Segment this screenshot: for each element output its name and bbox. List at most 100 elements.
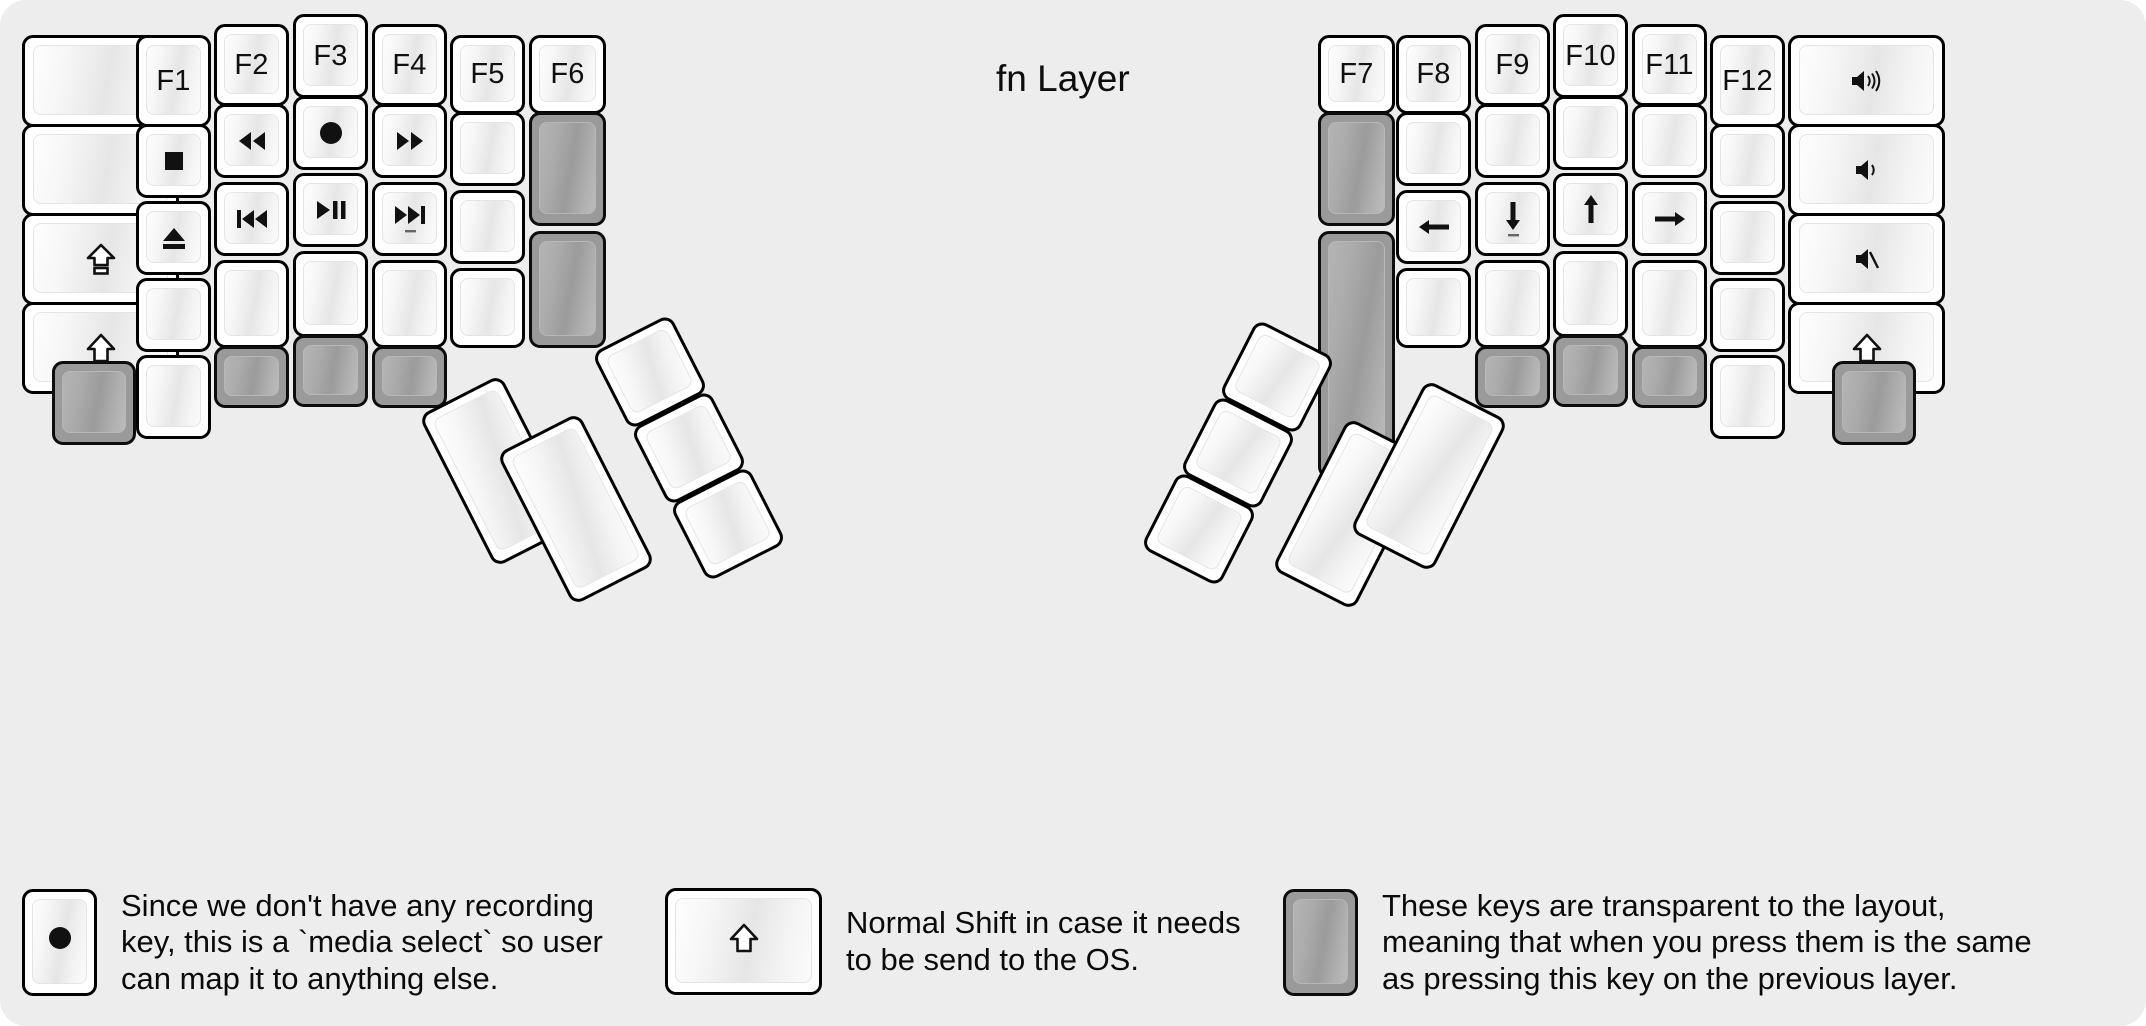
key-f2[interactable]: F2 <box>214 24 289 106</box>
key-media-eject[interactable] <box>136 201 211 275</box>
key-arrow-up[interactable] <box>1553 173 1628 247</box>
key-legend <box>1791 38 1942 124</box>
key-legend: F2 <box>234 48 269 81</box>
key-f1[interactable]: F1 <box>136 35 211 127</box>
keycap-face <box>1563 345 1618 395</box>
key-transparent-tall-2[interactable] <box>529 231 606 348</box>
key-legend <box>1556 254 1625 334</box>
key-blank-r3c12[interactable] <box>1710 201 1785 275</box>
key-f12[interactable]: F12 <box>1710 35 1785 127</box>
key-legend <box>139 204 208 272</box>
key-blank-r2c6[interactable] <box>450 112 525 186</box>
key-transparent-r5c1[interactable] <box>52 361 136 445</box>
key-legend <box>1478 107 1547 175</box>
key-arrow-right[interactable] <box>1632 182 1707 256</box>
keycap-face <box>1485 270 1540 336</box>
legend-text-shift: Normal Shift in case it needs to be send… <box>846 905 1241 977</box>
key-blank-r4c6[interactable] <box>450 268 525 348</box>
key-blank-r5c2[interactable] <box>136 355 211 439</box>
key-arrow-left[interactable] <box>1396 190 1471 264</box>
shift-icon <box>86 332 116 364</box>
key-f8[interactable]: F8 <box>1396 35 1471 114</box>
key-blank-r4c10[interactable] <box>1553 251 1628 337</box>
key-transparent-r5c4[interactable] <box>293 335 368 407</box>
key-legend <box>1321 115 1392 223</box>
key-media-next[interactable] <box>372 182 447 256</box>
key-media-playpause[interactable] <box>293 173 368 247</box>
key-f3[interactable]: F3 <box>293 14 368 98</box>
key-legend <box>1478 185 1547 253</box>
key-blank-r4c8[interactable] <box>1396 268 1471 348</box>
key-blank-r2c12[interactable] <box>1710 124 1785 198</box>
key-media-record[interactable] <box>293 96 368 170</box>
key-blank-r4c9[interactable] <box>1475 260 1550 348</box>
key-shift-right[interactable] <box>1788 302 1945 394</box>
key-legend: F8 <box>1416 58 1451 90</box>
key-legend <box>532 115 603 223</box>
key-media-stop[interactable] <box>136 124 211 198</box>
key-blank-r4c5[interactable] <box>372 260 447 348</box>
key-blank-r2c10[interactable] <box>1553 96 1628 170</box>
keycap-face <box>303 24 358 86</box>
key-blank-r2c9[interactable] <box>1475 104 1550 178</box>
key-media-fastforward[interactable] <box>372 104 447 178</box>
key-legend: F5 <box>470 58 505 90</box>
keycap-face <box>303 261 358 325</box>
keycap-face <box>1720 45 1775 115</box>
keycap-face <box>1563 261 1618 325</box>
key-transparent-r5c3[interactable] <box>214 346 289 408</box>
key-blank-r4c4[interactable] <box>293 251 368 337</box>
key-transparent-r5c11[interactable] <box>1632 346 1707 408</box>
key-transparent-tall-1[interactable] <box>529 112 606 226</box>
key-legend: F3 <box>313 39 348 72</box>
keycap-face <box>539 45 596 102</box>
key-legend: F9 <box>1495 48 1530 81</box>
key-volume-up[interactable] <box>1788 35 1945 127</box>
key-blank-r2c11[interactable] <box>1632 104 1707 178</box>
keycap-face <box>382 34 437 94</box>
key-legend <box>217 263 286 345</box>
key-arrow-down[interactable] <box>1475 182 1550 256</box>
key-f5[interactable]: F5 <box>450 35 525 114</box>
keycap-face <box>1293 898 1348 984</box>
key-transparent-r5c5[interactable] <box>372 346 447 408</box>
key-blank-r3c6[interactable] <box>450 190 525 264</box>
key-transparent-tall-3[interactable] <box>1318 112 1395 226</box>
key-f7[interactable]: F7 <box>1318 35 1395 114</box>
key-blank-r4c11[interactable] <box>1632 260 1707 348</box>
key-legend: F4 <box>392 48 427 81</box>
keycap-face <box>1406 278 1461 336</box>
key-media-previous[interactable] <box>214 182 289 256</box>
key-media-rewind[interactable] <box>214 104 289 178</box>
key-legend <box>1635 349 1704 405</box>
media-record-icon <box>47 925 73 951</box>
key-f6[interactable]: F6 <box>529 35 606 114</box>
key-f10[interactable]: F10 <box>1553 14 1628 98</box>
key-transparent-tall-4[interactable] <box>1318 231 1395 478</box>
key-blank-r2c8[interactable] <box>1396 112 1471 186</box>
volume-up-icon <box>1849 68 1885 94</box>
key-blank-r5c12[interactable] <box>1710 355 1785 439</box>
key-volume-down[interactable] <box>1788 124 1945 216</box>
keycap-face <box>224 114 279 166</box>
key-capslock[interactable] <box>22 213 179 305</box>
key-transparent-r5c13[interactable] <box>1832 361 1916 445</box>
key-blank-r4c2[interactable] <box>136 278 211 352</box>
key-f4[interactable]: F4 <box>372 24 447 106</box>
key-legend <box>1713 281 1782 349</box>
key-transparent-r5c9[interactable] <box>1475 346 1550 408</box>
page-title: fn Layer <box>996 58 1130 99</box>
key-blank-r4c3[interactable] <box>214 260 289 348</box>
key-blank-r4c12[interactable] <box>1710 278 1785 352</box>
key-legend <box>1713 358 1782 436</box>
key-legend <box>1713 127 1782 195</box>
arrow-left-icon <box>1417 217 1451 237</box>
key-blank-r1c1[interactable] <box>22 35 179 127</box>
legend-text-record: Since we don't have any recording key, t… <box>121 888 603 996</box>
key-volume-mute[interactable] <box>1788 213 1945 305</box>
key-transparent-r5c10[interactable] <box>1553 335 1628 407</box>
keycap-face <box>1406 122 1461 174</box>
key-f11[interactable]: F11 <box>1632 24 1707 106</box>
key-legend: F7 <box>1339 58 1374 90</box>
key-f9[interactable]: F9 <box>1475 24 1550 106</box>
